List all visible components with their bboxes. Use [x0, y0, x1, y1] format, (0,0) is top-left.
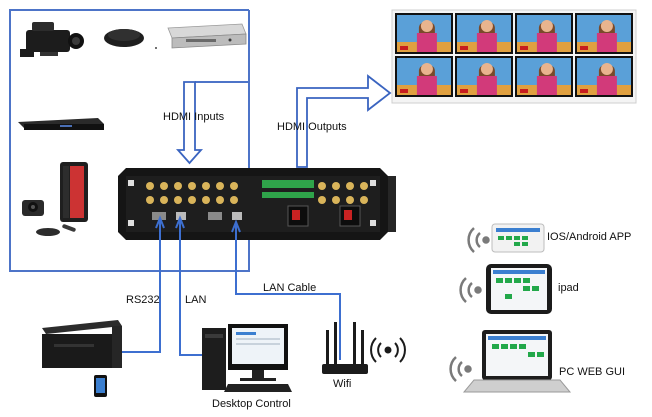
- hdmi-outputs-label: HDMI Outputs: [277, 121, 347, 133]
- output-screen: [575, 56, 633, 97]
- hdmi-input-arrow: [176, 81, 203, 165]
- camcorder-icon: [20, 22, 84, 57]
- phone-app-icon: [491, 223, 545, 253]
- matrix-switcher-icon: [118, 168, 396, 240]
- output-screen: [515, 56, 573, 97]
- app-wifi-icon: [467, 227, 490, 253]
- desktop-control-label: Desktop Control: [212, 398, 291, 410]
- rs232-label: RS232: [126, 294, 160, 306]
- lan-cable-router: [231, 219, 341, 360]
- output-screens: [395, 13, 633, 97]
- control-box-icon: [42, 320, 122, 368]
- wifi-signal-icon: [370, 337, 406, 363]
- ipad-wifi-icon: [459, 277, 482, 303]
- tablet-icon: [486, 264, 552, 314]
- pc-wifi-icon: [449, 356, 472, 382]
- ipad-label: ipad: [558, 282, 579, 294]
- hdmi-output-arrow: [296, 74, 392, 168]
- hdmi-inputs-label: HDMI Inputs: [163, 111, 225, 123]
- rs232-cable: [120, 215, 165, 353]
- dvd-player-icon: [155, 23, 247, 49]
- output-screen: [515, 13, 573, 54]
- pc-web-gui-label: PC WEB GUI: [559, 366, 626, 378]
- output-screen: [455, 13, 513, 54]
- output-screen: [395, 13, 453, 54]
- speakerphone-icon: [104, 29, 144, 47]
- ios-android-app-label: IOS/Android APP: [547, 231, 632, 243]
- router-icon: [322, 322, 368, 374]
- output-screen: [575, 13, 633, 54]
- wifi-label: Wifi: [333, 378, 352, 390]
- video-conference-icon: [22, 162, 88, 236]
- laptop-icon: [462, 330, 572, 393]
- lan-cable-label: LAN Cable: [263, 282, 317, 294]
- desktop-pc-icon: [202, 324, 292, 392]
- phone-icon: [94, 375, 107, 397]
- bluray-player-icon: [18, 118, 104, 130]
- output-screen: [395, 56, 453, 97]
- lan-label: LAN: [185, 294, 207, 306]
- source-devices-frame: [9, 9, 250, 272]
- output-screen: [455, 56, 513, 97]
